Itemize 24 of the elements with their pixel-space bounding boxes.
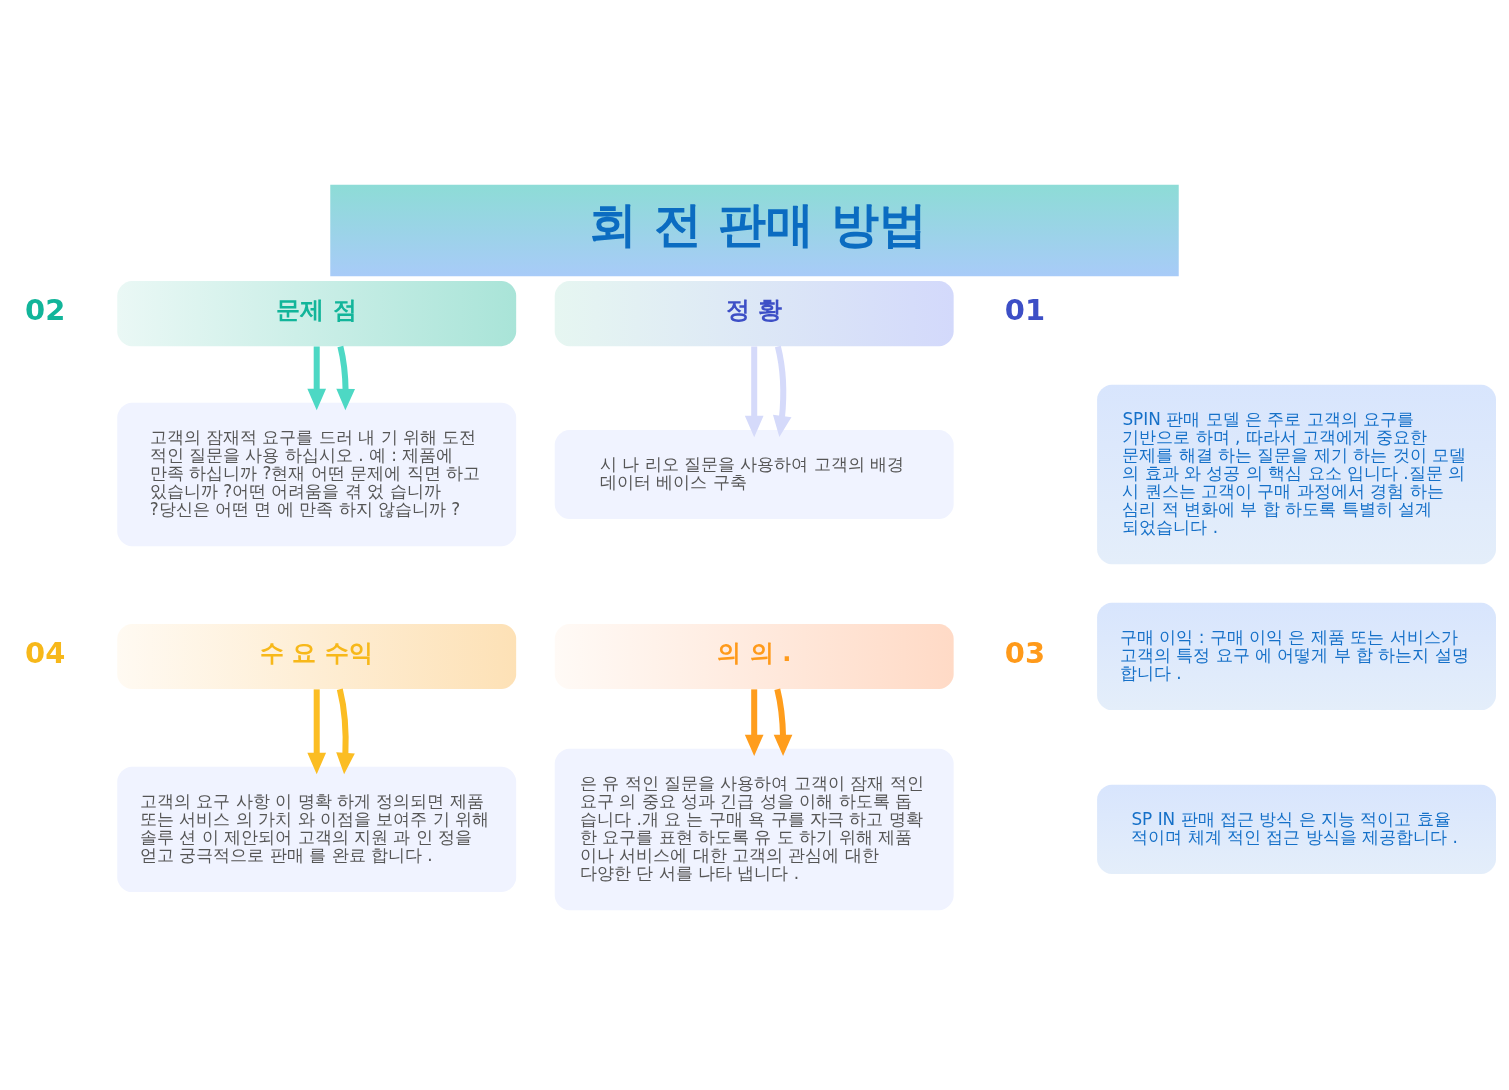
diagram-title: 회 전 판매 방법	[588, 196, 928, 253]
node-box: 시 나 리오 질문을 사용하여 고객의 배경 데이터 베이스 구축	[554, 429, 954, 520]
node-box: 의 의 .	[554, 623, 954, 689]
node-label: 01	[1004, 292, 1046, 327]
node-label: 03	[1004, 635, 1046, 670]
node-label: 04	[25, 635, 66, 670]
node-box: SPIN 판매 모델 은 주로 고객의 요구를 기반으로 하며 , 따라서 고객에게 중요한 문제를 해결 하는 질문을 제기 하는 것이 모델 의 효과 와 성공 의 핵심 요소 입니다 .질문 의 시 퀀스는 고객이 구매 과정에서 경험 하는 심리 적 변화에 부 합 하도록 특별히 설계 되었습니다 .	[1097, 384, 1496, 565]
node-box: 고객의 잠재적 요구를 드러 내 기 위해 도전 적인 질문을 사용 하십시오 . 예 : 제품에 만족 하십니까 ?현재 어떤 문제에 직면 하고 있습니까 ?어떤 어려움을 겪 었 습니까 ?당신은 어떤 면 에 만족 하지 않습니까 ?	[117, 402, 517, 547]
node-box: 구매 이익 : 구매 이익 은 제품 또는 서비스가 고객의 특정 요구 에 어떻게 부 합 하는지 설명 합니다 .	[1097, 602, 1496, 711]
arrow	[744, 346, 764, 438]
node-box: 정 황	[554, 281, 954, 347]
arrow	[772, 345, 792, 438]
node-label: 02	[25, 292, 66, 327]
arrow	[307, 346, 327, 411]
node-box: 은 유 적인 질문을 사용하여 고객이 잠재 적인 요구 의 중요 성과 긴급 성을 이해 하도록 돕 습니다 .개 요 는 구매 욕 구를 자극 하고 명확 한 요구를 표현 하도록 유 도 하기 위해 제품 이나 서비스에 대한 고객의 관심에 대한 다양한 단 서를 나타 냅니다 .	[554, 748, 954, 911]
node-box: 수 요 수익	[117, 623, 517, 689]
arrow	[336, 688, 355, 775]
arrow	[773, 688, 793, 756]
arrow	[307, 689, 327, 775]
node-box: 문제 점	[117, 281, 517, 347]
node-box: SP IN 판매 접근 방식 은 지능 적이고 효율 적이며 체계 적인 접근 방식을 제공합니다 .	[1097, 784, 1496, 874]
arrow	[744, 689, 764, 756]
node-box: 고객의 요구 사항 이 명확 하게 정의되면 제품 또는 서비스 의 가치 와 이점을 보여주 기 위해 솔루 션 이 제안되어 고객의 지원 과 인 정을 얻고 궁극적으로 판매 를 완료 합니다 .	[117, 766, 517, 893]
arrow	[336, 345, 355, 411]
